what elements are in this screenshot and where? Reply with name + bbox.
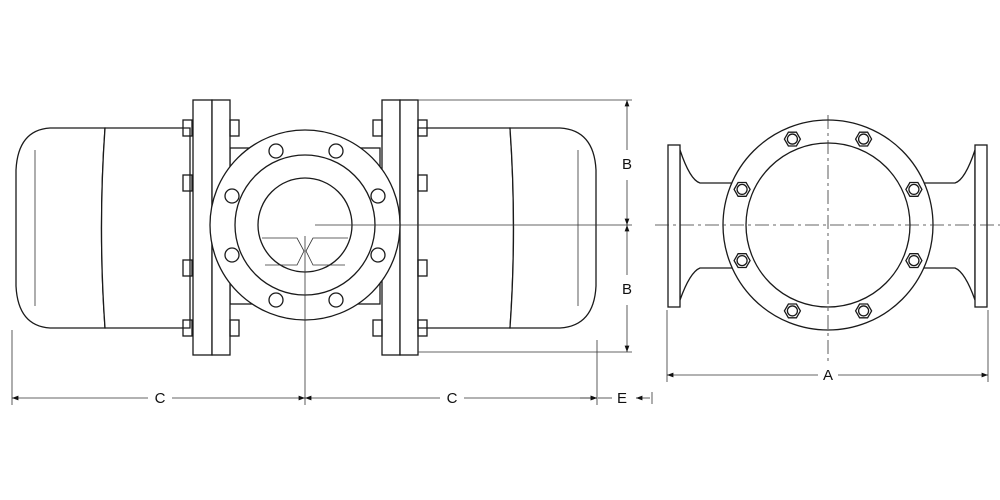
dim-label-c-right: C [447, 390, 458, 407]
hex-bolt-washer [736, 183, 748, 196]
hex-bolt-icon [783, 131, 802, 147]
hex-bolt-icon [905, 181, 923, 197]
dim-label-a: A [823, 367, 833, 384]
dim-label-c-left: C [155, 390, 166, 407]
dim-label-e: E [617, 390, 627, 407]
hex-bolt-washer [786, 305, 799, 317]
side-view [15, 99, 632, 405]
hex-bolt-washer [786, 133, 799, 145]
left-body [100, 127, 191, 329]
dimensions-side: B B C C E [11, 99, 653, 407]
hex-bolt-icon [783, 303, 802, 319]
hex-bolt-icon [854, 131, 873, 147]
hex-bolt-washer [908, 254, 920, 267]
dim-label-b-upper: B [622, 156, 632, 173]
hex-bolt-washer [736, 254, 748, 267]
dimension-a: A [666, 310, 989, 384]
end-view-left-flange [667, 144, 681, 308]
end-view-right-flange [974, 144, 988, 308]
hex-bolt-washer [908, 183, 920, 196]
left-flange-outer [192, 99, 213, 356]
right-end-cap [509, 127, 597, 329]
left-end-cap [15, 127, 106, 329]
end-view [655, 115, 1000, 362]
internal-valve-seat [262, 237, 348, 266]
center-flange-bolt-holes [224, 143, 386, 308]
hex-bolt-icon [854, 303, 873, 319]
end-view-hex-bolts [733, 131, 923, 319]
hex-bolt-icon [733, 253, 751, 269]
right-flange-outer [399, 99, 419, 356]
hex-bolt-washer [857, 133, 870, 145]
hex-bolt-washer [857, 305, 870, 317]
dim-label-b-lower: B [622, 281, 632, 298]
hex-bolt-icon [905, 253, 923, 269]
hex-bolt-icon [733, 181, 751, 197]
right-body [417, 127, 515, 329]
